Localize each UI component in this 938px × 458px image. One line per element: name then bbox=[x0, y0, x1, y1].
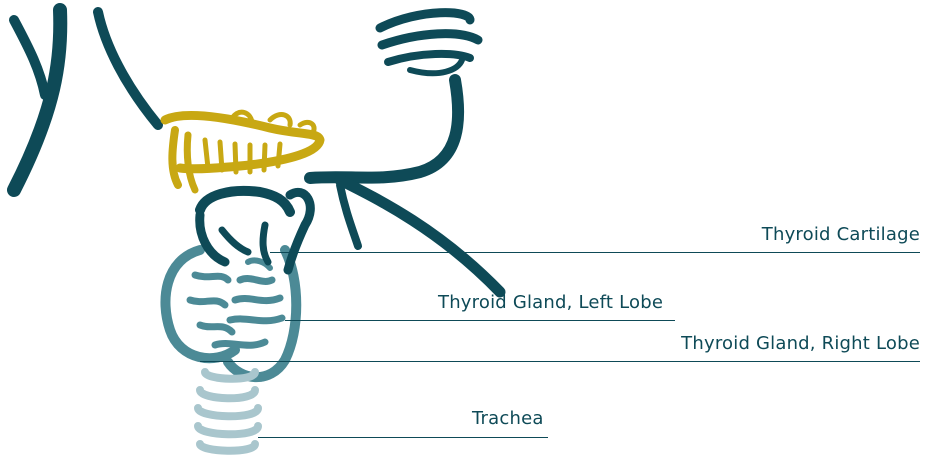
trachea-rings bbox=[198, 372, 258, 451]
label-thyroid-left-lobe: Thyroid Gland, Left Lobe bbox=[438, 292, 663, 313]
leader-line-trachea bbox=[258, 437, 548, 438]
jaw-outline bbox=[310, 13, 500, 292]
hyoid-bone bbox=[165, 112, 320, 190]
leader-line-thyroid-cartilage bbox=[270, 252, 920, 253]
label-trachea: Trachea bbox=[472, 408, 544, 429]
head-outline-left bbox=[14, 10, 158, 190]
leader-line-thyroid-left-lobe bbox=[285, 320, 675, 321]
thyroid-gland bbox=[165, 250, 296, 377]
leader-line-thyroid-right-lobe bbox=[200, 361, 920, 362]
label-thyroid-right-lobe: Thyroid Gland, Right Lobe bbox=[681, 333, 920, 354]
label-thyroid-cartilage: Thyroid Cartilage bbox=[762, 224, 920, 245]
